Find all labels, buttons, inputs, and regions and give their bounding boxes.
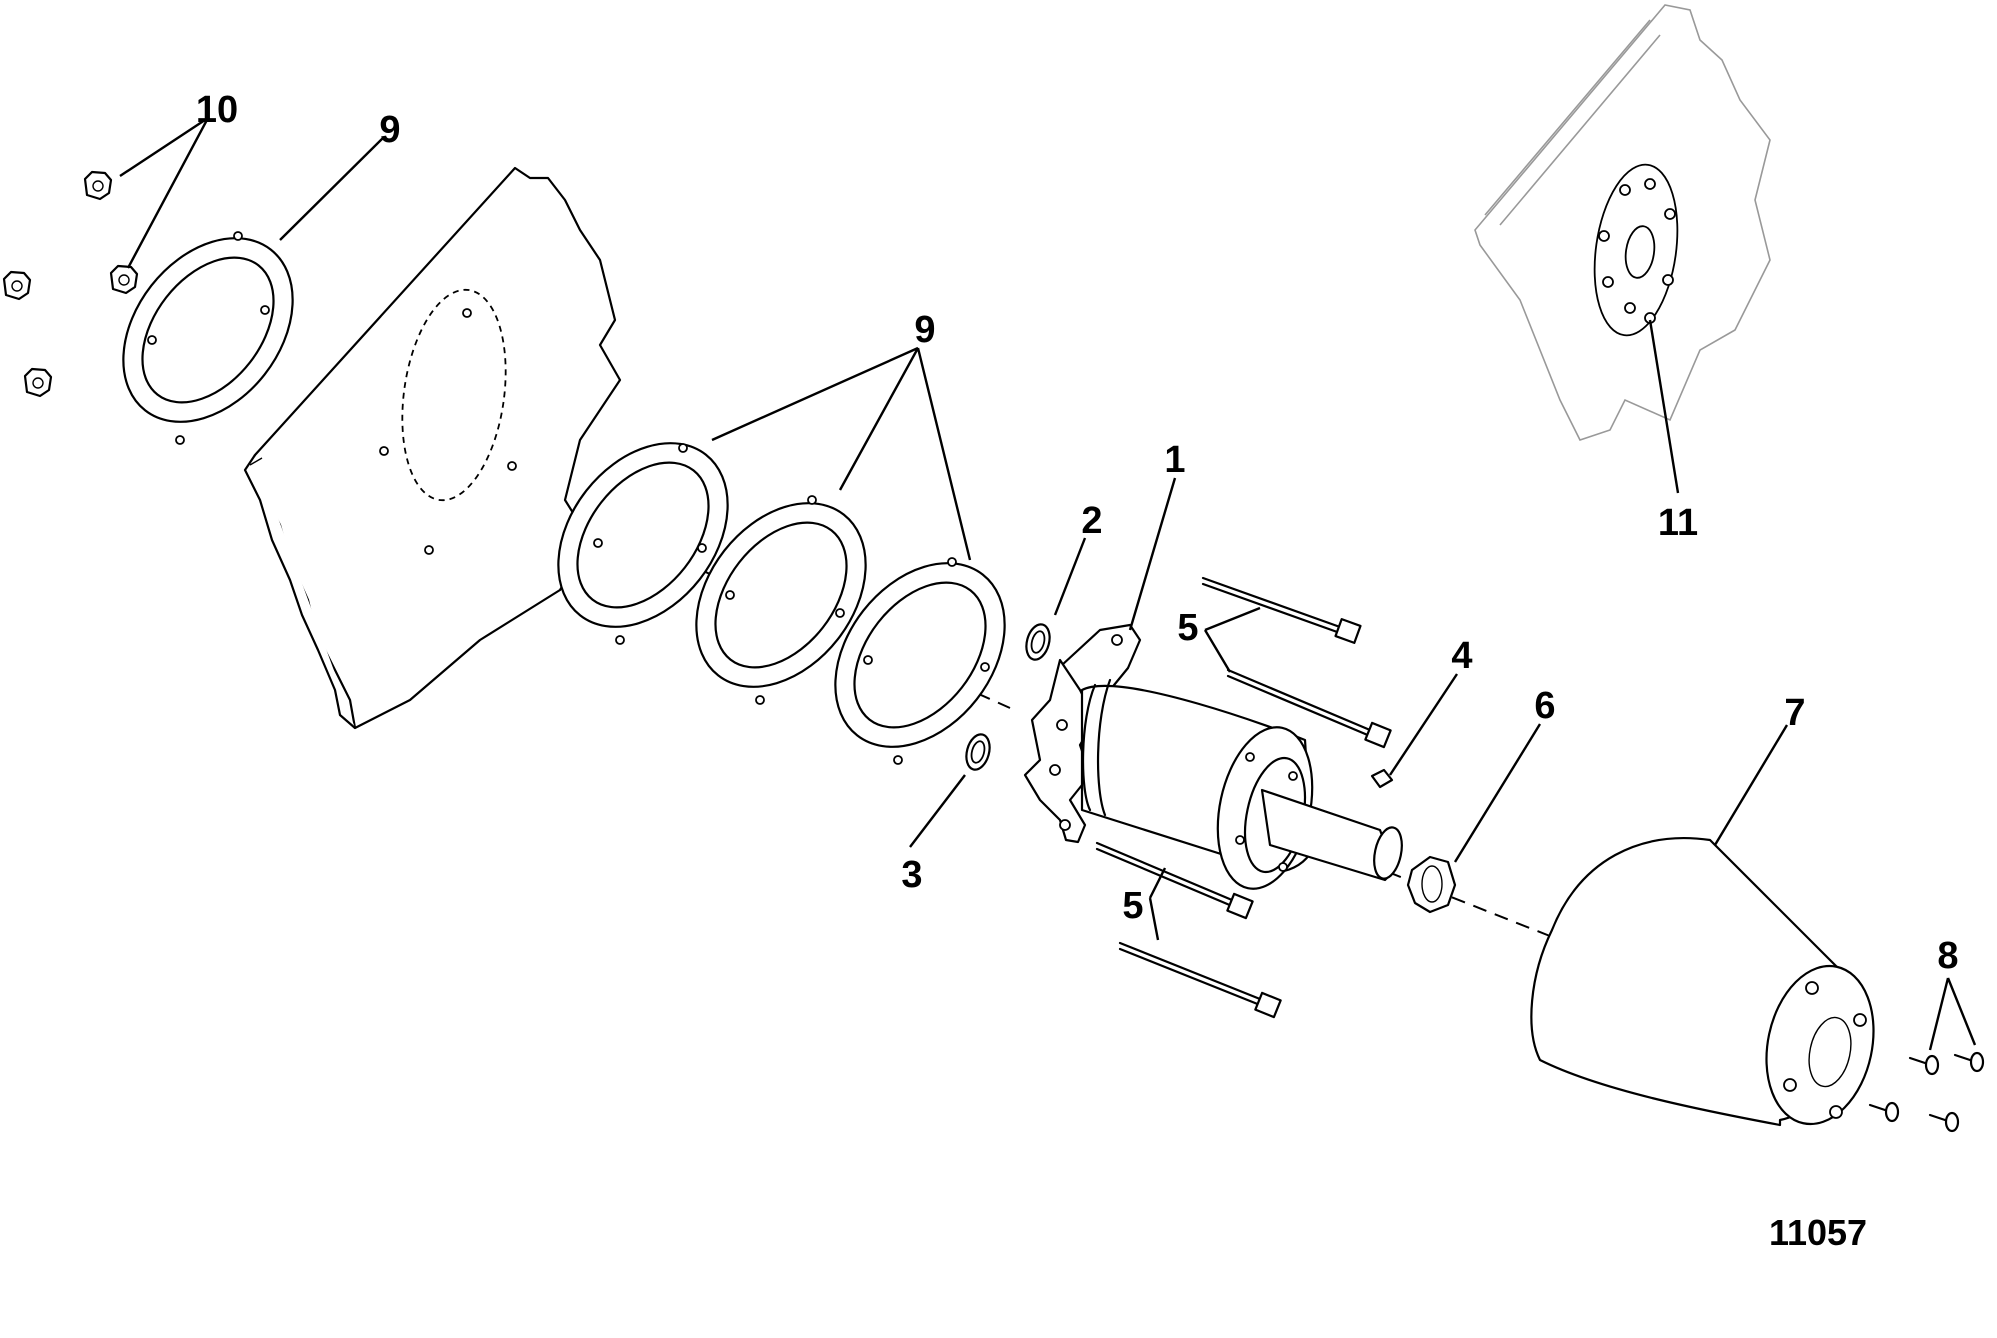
- callout-7: 7: [1784, 692, 1805, 734]
- prop-nut-item-6: [1406, 855, 1457, 914]
- callout-5-upper: 5: [1177, 607, 1198, 649]
- key-item-4: [1370, 768, 1394, 789]
- motor-assembly-item-1: [1023, 623, 1403, 890]
- propeller-cone-item-7: [1530, 837, 1875, 1127]
- gasket-ring-item-9: [695, 495, 867, 705]
- gasket-ring-item-9: [557, 442, 729, 645]
- transom-cutout-circle: [401, 288, 507, 502]
- callout-9-group: 9: [914, 309, 935, 351]
- leader-lines: [119, 116, 1977, 1051]
- hex-nuts-item-10: [2, 170, 139, 398]
- callout-11: 11: [1658, 502, 1698, 544]
- callout-1: 1: [1164, 439, 1185, 481]
- transom-plate-illustration: [243, 166, 622, 730]
- callout-5-lower: 5: [1122, 885, 1143, 927]
- gasket-ring-item-9: [834, 557, 1006, 765]
- callout-2: 2: [1081, 500, 1102, 542]
- transom-bracket-illustration: [1474, 4, 1771, 441]
- callout-labels: 10 9 9 1 2 5 4 6 7 3 5 8 11: [196, 89, 1959, 977]
- callout-4: 4: [1451, 635, 1472, 677]
- screws-item-8: [1868, 1051, 1985, 1133]
- long-bolts-item-5: [1095, 576, 1392, 1019]
- callout-6: 6: [1534, 685, 1555, 727]
- mounting-plate-item-11: [1593, 163, 1679, 337]
- callout-9-left: 9: [379, 109, 400, 151]
- gasket-ring-item-9: [122, 231, 294, 445]
- callout-8: 8: [1937, 935, 1958, 977]
- callout-10: 10: [196, 89, 238, 131]
- callout-3: 3: [901, 854, 922, 896]
- figure-id: 11057: [1769, 1212, 1867, 1253]
